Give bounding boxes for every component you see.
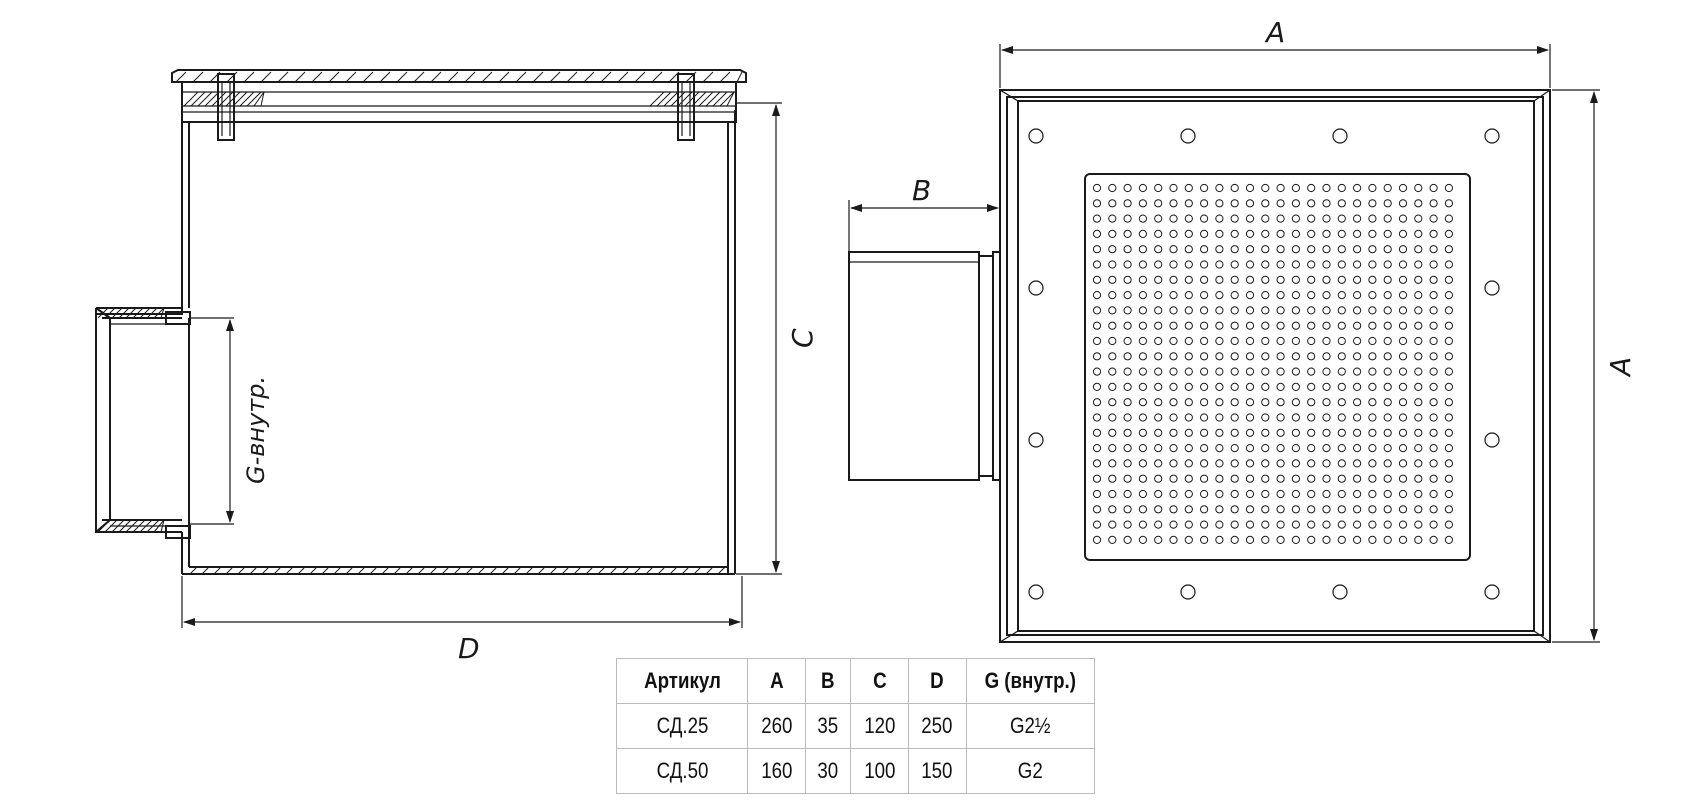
cell-a: 260: [751, 703, 802, 749]
header-article: Артикул: [625, 658, 739, 704]
dimension-c-label: C: [786, 328, 819, 348]
cell-d: 250: [912, 703, 963, 749]
screw-hole: [1484, 128, 1500, 144]
dimension-a-top-label: A: [1264, 16, 1285, 49]
header-d: D: [912, 658, 963, 704]
cell-a: 160: [751, 748, 802, 794]
dimension-a-side: A: [1552, 89, 1637, 643]
cell-d: 150: [912, 748, 963, 794]
bolt-right: [677, 73, 695, 141]
screw-hole: [1484, 584, 1500, 600]
cell-b: 30: [808, 748, 848, 794]
screw-hole: [1180, 128, 1196, 144]
screw-hole: [1028, 432, 1044, 448]
screw-hole: [1028, 584, 1044, 600]
drain-body: [181, 110, 736, 575]
screw-hole: [1028, 280, 1044, 296]
table-row: СД.50 160 30 100 150 G2: [617, 748, 1095, 794]
header-c: C: [854, 658, 905, 704]
screw-hole: [1484, 280, 1500, 296]
dimension-b-label: B: [912, 174, 931, 207]
header-b: B: [808, 658, 848, 704]
screw-hole: [1332, 584, 1348, 600]
top-view: A A B: [848, 16, 1637, 643]
spec-table: Артикул A B C D G (внутр.) СД.25 260 35 …: [616, 658, 1095, 794]
screw-hole: [1332, 128, 1348, 144]
perforation-grid: [1092, 183, 1454, 545]
dimension-d: D: [181, 576, 743, 665]
cell-article: СД.25: [625, 703, 739, 749]
cell-c: 120: [854, 703, 905, 749]
side-section-view: G-внутр. C D: [95, 69, 819, 665]
perforated-grate: [1084, 173, 1471, 561]
cell-c: 100: [854, 748, 905, 794]
screw-hole: [1028, 128, 1044, 144]
screw-hole: [1180, 584, 1196, 600]
header-g: G (внутр.): [975, 658, 1086, 704]
dimension-c: C: [736, 102, 819, 575]
top-view-outlet: [848, 251, 1001, 481]
cell-g: G2½: [975, 703, 1086, 749]
screw-holes: [1028, 128, 1500, 600]
table-header-row: Артикул A B C D G (внутр.): [617, 658, 1095, 704]
dimension-d-label: D: [458, 632, 480, 665]
dimension-g-label: G-внутр.: [242, 376, 270, 484]
grate-lid: [171, 69, 747, 141]
dimension-a-top: A: [999, 16, 1551, 88]
header-a: A: [751, 658, 802, 704]
dimension-a-side-label: A: [1604, 357, 1637, 378]
table-row: СД.25 260 35 120 250 G2½: [617, 703, 1095, 749]
cell-b: 35: [808, 703, 848, 749]
screw-hole: [1484, 432, 1500, 448]
bolt-left: [217, 73, 235, 141]
outlet-pipe: [95, 307, 191, 539]
dimension-g: G-внутр.: [190, 317, 270, 525]
cell-article: СД.50: [625, 748, 739, 794]
dimension-b: B: [848, 174, 999, 252]
cell-g: G2: [975, 748, 1086, 794]
